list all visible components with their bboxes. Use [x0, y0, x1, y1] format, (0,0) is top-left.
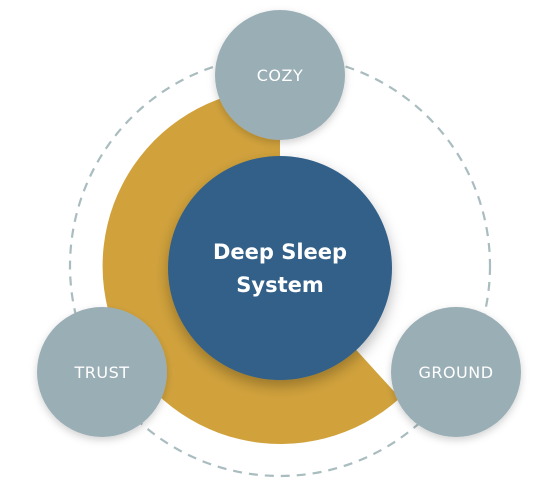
node-trust-circle: [37, 307, 167, 437]
center-title-line2: System: [236, 273, 323, 297]
center-circle: [168, 156, 392, 380]
node-ground-label: GROUND: [418, 363, 493, 382]
node-ground-circle: [391, 307, 521, 437]
node-ground: GROUND: [391, 307, 521, 437]
dashed-orbit: [68, 54, 492, 478]
node-trust: TRUST: [37, 307, 167, 437]
node-trust-label: TRUST: [73, 363, 129, 382]
center-node: Deep Sleep System: [168, 156, 392, 380]
center-title-line1: Deep Sleep: [213, 240, 347, 264]
node-cozy-circle: [215, 10, 345, 140]
node-cozy: COZY: [215, 10, 345, 140]
node-cozy-label: COZY: [257, 66, 304, 85]
